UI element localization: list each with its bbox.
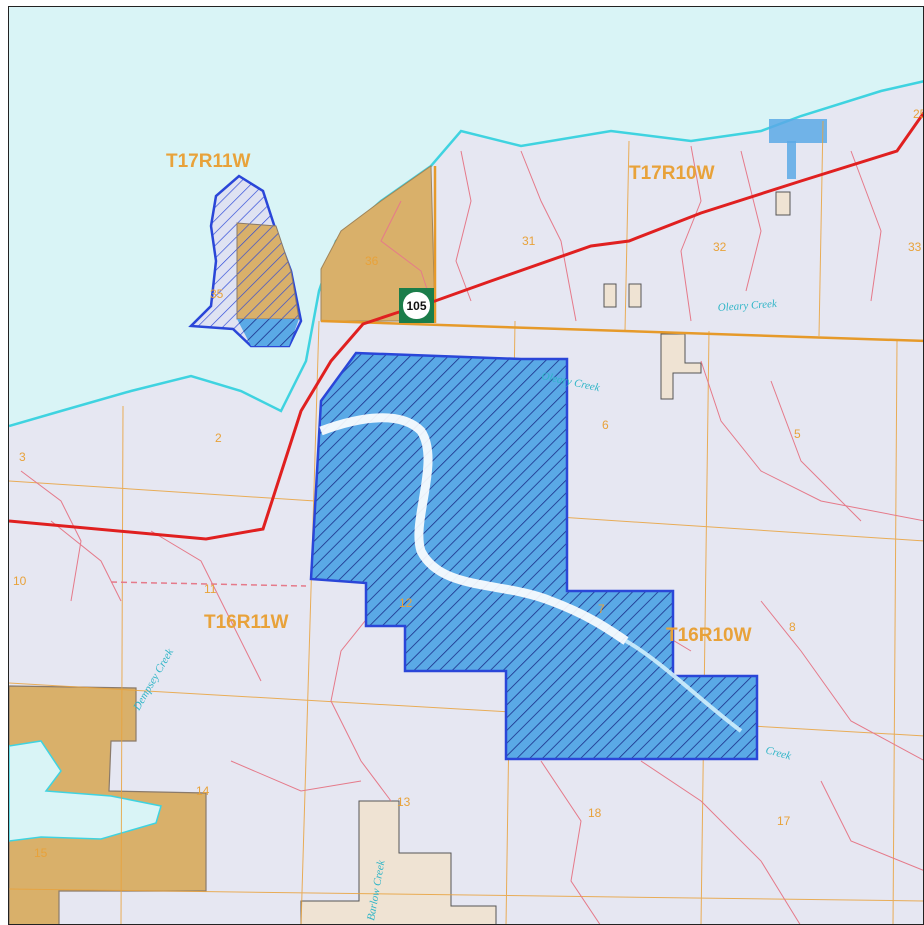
private-parcel-a xyxy=(603,283,617,308)
section-label: 25 xyxy=(913,107,924,121)
river-main xyxy=(319,413,629,645)
section-label: 6 xyxy=(602,418,609,432)
township-label-t17r11w: T17R11W xyxy=(166,151,251,172)
section-label: 7 xyxy=(598,602,605,616)
section-label: 32 xyxy=(713,240,727,254)
water-parcel-25 xyxy=(769,119,827,143)
township-label-t16r10w: T16R10W xyxy=(666,625,752,646)
township-label-t17r10w: T17R10W xyxy=(629,163,715,184)
channel-25 xyxy=(787,141,796,179)
island-state-land xyxy=(236,222,300,320)
island-water-parcel xyxy=(237,319,299,346)
private-parcel-b xyxy=(628,283,642,308)
township-line-ew xyxy=(320,319,923,343)
section-label: 2 xyxy=(215,431,222,445)
section-label: 18 xyxy=(588,806,602,820)
section-label: 12 xyxy=(399,596,413,610)
river-lower xyxy=(625,639,743,733)
section-label: 33 xyxy=(908,240,922,254)
section-label: 15 xyxy=(34,846,48,860)
section-label: 10 xyxy=(13,574,27,588)
section-label: 36 xyxy=(365,254,379,268)
creek-label-oleary: Oleary Creek xyxy=(717,298,778,314)
local-roads xyxy=(20,145,923,924)
section-label: 14 xyxy=(196,784,210,798)
private-parcel-c xyxy=(775,191,791,216)
dashed-road xyxy=(110,581,307,587)
highway-shield-label: 105 xyxy=(406,299,426,313)
section-label: 3 xyxy=(19,450,26,464)
section-label: 31 xyxy=(522,234,536,248)
private-land-5 xyxy=(660,333,702,400)
map-frame: 105 T17R11W T17R10W T16R11W T16R10W 25 3… xyxy=(8,6,924,925)
private-land-13 xyxy=(300,800,497,924)
lower-lake-over xyxy=(9,740,162,842)
section-label: 5 xyxy=(794,427,801,441)
section-label: 17 xyxy=(777,814,791,828)
highway-105[interactable] xyxy=(9,111,924,541)
section-label: 11 xyxy=(204,582,217,596)
section-label: 35 xyxy=(210,287,224,301)
township-label-t16r11w: T16R11W xyxy=(204,612,289,633)
map-canvas[interactable]: 105 T17R11W T17R10W T16R11W T16R10W 25 3… xyxy=(9,7,924,925)
project-area[interactable] xyxy=(309,351,759,761)
section-label: 8 xyxy=(789,620,796,634)
highway-shield[interactable]: 105 xyxy=(399,288,434,323)
section-label: 13 xyxy=(397,795,411,809)
